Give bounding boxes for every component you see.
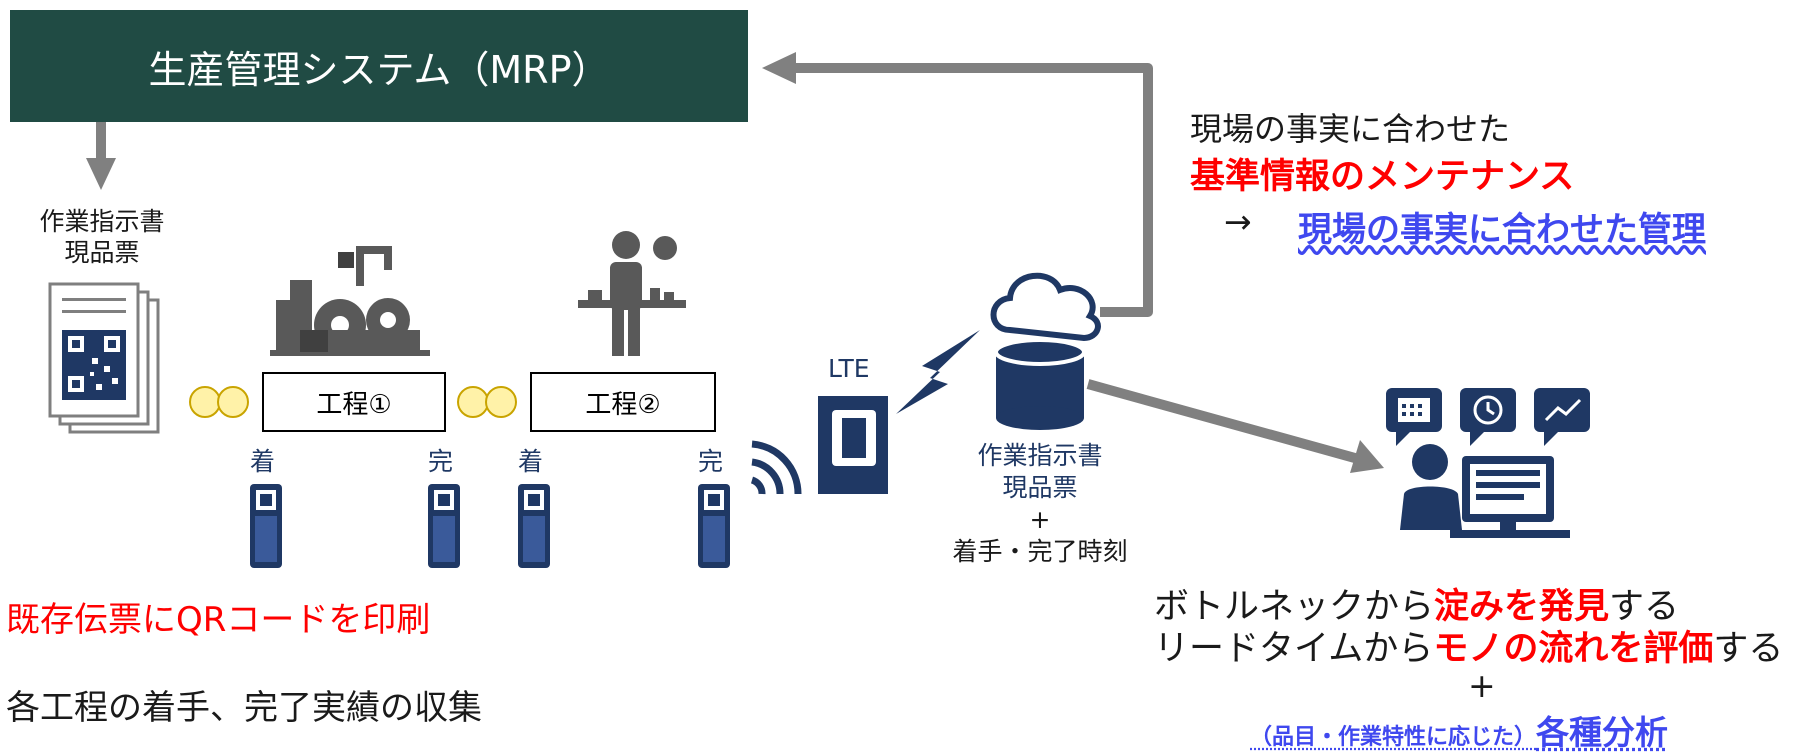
document-caption-line1: 作業指示書: [39, 207, 165, 236]
analysis-line1-c: する: [1609, 587, 1680, 627]
cloud-caption: 作業指示書 現品票 + 着手・完了時刻: [930, 440, 1150, 568]
feedback-line2: 基準情報のメンテナンス: [1190, 157, 1575, 197]
chart-icon: [1534, 388, 1590, 446]
analysis-line3-a: （品目・作業特性に応じた）: [1250, 725, 1537, 750]
wireless-signal-icon: [750, 440, 802, 495]
analysis-line3: （品目・作業特性に応じた）各種分析: [1250, 706, 1668, 754]
feedback-line3: 現場の事実に合わせた管理: [1298, 210, 1706, 250]
feedback-line1: 現場の事実に合わせた: [1190, 110, 1511, 148]
factory-gears-icon: [270, 246, 430, 356]
analyst-computer-icon: [1400, 444, 1570, 538]
cloud-caption-line4: 着手・完了時刻: [952, 537, 1128, 566]
mrp-system-box: 生産管理システム（MRP）: [10, 10, 748, 122]
process-1-label: 工程①: [316, 389, 392, 420]
analysis-arrow: [1086, 379, 1384, 473]
analysis-plus: +: [1468, 666, 1496, 705]
lte-label: LTE: [828, 354, 870, 383]
analysis-line2: リードタイムからモノの流れを評価する: [1154, 620, 1783, 671]
token-pair-2: [457, 386, 517, 418]
process-box-1: 工程①: [262, 372, 446, 432]
analysis-line1-a: ボトルネックから: [1154, 587, 1435, 627]
document-qr-icon: [48, 282, 160, 434]
scan-done-label-1: 完: [428, 447, 454, 476]
process-2-label: 工程②: [585, 389, 661, 420]
calendar-icon: [1386, 388, 1442, 446]
cloud-database-icon: [990, 272, 1101, 430]
sim-card-icon: [818, 396, 888, 494]
document-caption: 作業指示書 現品票: [32, 206, 172, 268]
analysis-line3-b: 各種分析: [1536, 713, 1669, 752]
feedback-arrow: [762, 52, 1153, 317]
scan-start-label-1: 着: [250, 447, 276, 476]
feedback-arrow-glyph: →: [1224, 202, 1252, 241]
cloud-caption-line2: 現品票: [1002, 473, 1078, 502]
document-caption-line2: 現品票: [64, 238, 140, 267]
scan-start-label-2: 着: [518, 447, 544, 476]
analysis-line1-b: 淀みを発見: [1434, 587, 1610, 627]
cloud-caption-line1: 作業指示書: [977, 441, 1103, 470]
collection-text: 各工程の着手、完了実績の収集: [6, 688, 482, 728]
token-pair-1: [189, 386, 249, 418]
qr-print-text: 既存伝票にQRコードを印刷: [6, 600, 431, 640]
analysis-line2-b: モノの流れを評価: [1433, 629, 1714, 669]
process-box-2: 工程②: [530, 372, 716, 432]
mrp-down-arrow: [86, 122, 116, 190]
lightning-icon: [896, 330, 980, 414]
analysis-line2-a: リードタイムから: [1154, 629, 1434, 669]
analysis-line1: ボトルネックから淀みを発見する: [1154, 578, 1679, 629]
mrp-title: 生産管理システム（MRP）: [148, 47, 610, 92]
scan-done-label-2: 完: [698, 447, 724, 476]
handheld-scanner-icon: [250, 484, 730, 568]
analysis-line2-c: する: [1713, 629, 1784, 669]
clock-icon: [1460, 388, 1516, 446]
cloud-caption-line3: +: [1029, 505, 1051, 534]
worker-icon: [578, 231, 686, 356]
